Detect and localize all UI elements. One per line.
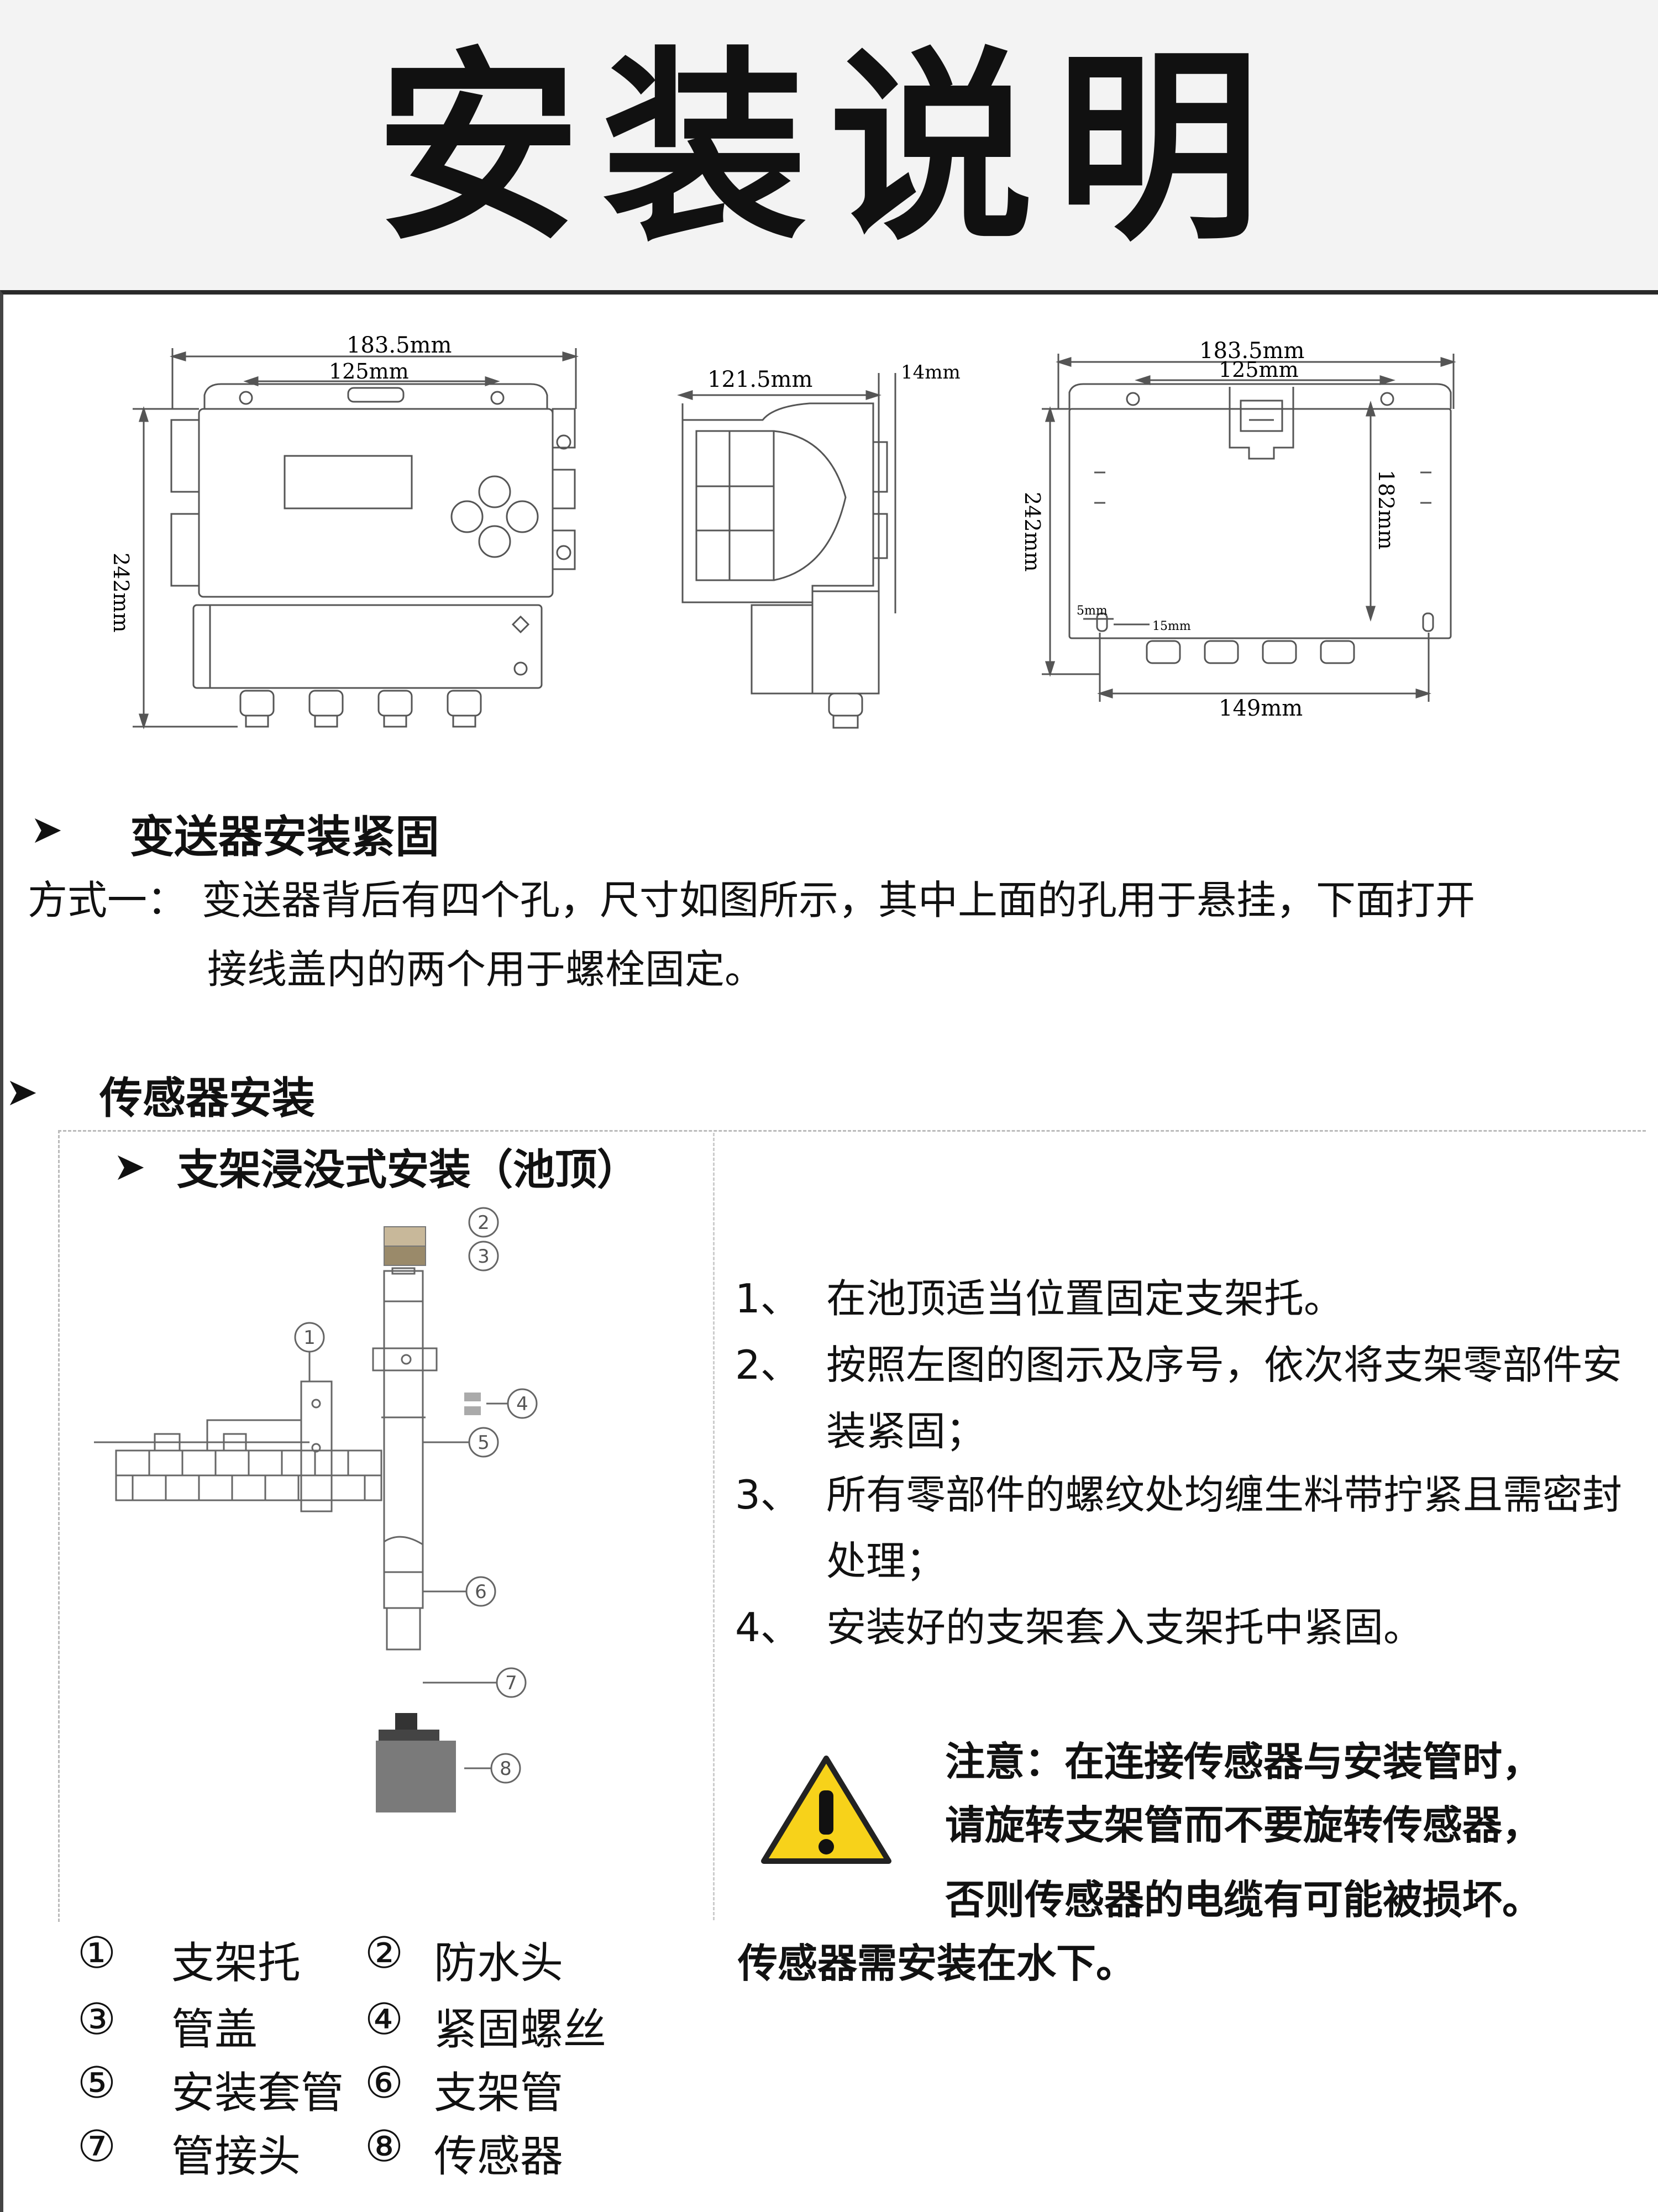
- back-hole-spacing-label: 125mm: [1219, 358, 1299, 382]
- svg-text:6: 6: [475, 1581, 487, 1603]
- front-view-drawing: 183.5mm 125mm 242mm: [111, 326, 608, 746]
- side-view-drawing: 121.5mm 14mm: [663, 354, 962, 740]
- step-2: 2、 按照左图的图示及序号，依次将支架零部件安装紧固；: [735, 1332, 1630, 1464]
- step-number: 4、: [735, 1604, 800, 1651]
- section-heading-transmitter: 变送器安装紧固: [130, 811, 439, 863]
- hole-spacing-label: 125mm: [329, 359, 409, 383]
- legend-number: ⑧: [365, 2122, 403, 2172]
- legend-label: 支架管: [434, 2068, 564, 2118]
- back-hole-height-label: 182mm: [1374, 470, 1398, 550]
- sensor-install-box: [58, 1130, 1646, 1922]
- legend-number: ⑥: [365, 2058, 403, 2108]
- section-heading-sensor: 传感器安装: [99, 1073, 316, 1123]
- back-bottom-width-label: 149mm: [1219, 696, 1303, 721]
- back-width-dim-label: 183.5mm: [1199, 338, 1304, 364]
- sensor-assembly-diagram: 1 2 3 4 5 6 7 8: [83, 1199, 691, 1824]
- column-separator: [713, 1133, 715, 1920]
- method-label: 方式一：: [28, 877, 187, 923]
- back-view-drawing: 183.5mm 125mm 182mm 242mm 5mm 15mm 149mm: [1017, 332, 1514, 724]
- svg-text:2: 2: [478, 1212, 490, 1234]
- step-3: 3、 所有零部件的螺纹处均缠生料带拧紧且需密封处理；: [735, 1462, 1630, 1594]
- legend-label: 管盖: [171, 2005, 258, 2055]
- step-number: 3、: [735, 1472, 800, 1518]
- step-text: 安装好的支架套入支架托中紧固。: [826, 1604, 1424, 1651]
- legend-number: ②: [365, 1929, 403, 1978]
- sub-heading-bracket: 支架浸没式安装（池顶）: [177, 1145, 639, 1194]
- method-text-line2: 接线盖内的两个用于螺栓固定。: [207, 946, 765, 992]
- step-text: 在池顶适当位置固定支架托。: [826, 1275, 1344, 1322]
- underwater-note: 传感器需安装在水下。: [738, 1940, 1136, 1987]
- step-number: 2、: [735, 1342, 800, 1388]
- note-line-3: 否则传感器的电缆有可能被损坏。: [945, 1876, 1542, 1923]
- step-text: 按照左图的图示及序号，依次将支架零部件安装紧固；: [826, 1342, 1623, 1454]
- svg-text:5: 5: [478, 1432, 490, 1454]
- legend-number: ③: [77, 1995, 116, 2045]
- arrow-bullet-icon: ➤: [30, 807, 63, 852]
- legend-label: 管接头: [171, 2132, 301, 2182]
- edge-b-label: 15mm: [1152, 619, 1191, 633]
- step-text: 所有零部件的螺纹处均缠生料带拧紧且需密封处理；: [826, 1472, 1623, 1584]
- svg-text:7: 7: [505, 1672, 517, 1694]
- bracket-dim-label: 14mm: [901, 361, 961, 383]
- warning-icon: [757, 1752, 895, 1868]
- legend-number: ⑤: [77, 2058, 116, 2108]
- method-text-line1: 变送器背后有四个孔，尺寸如图所示，其中上面的孔用于悬挂，下面打开: [202, 877, 1476, 923]
- parts-legend: ① 支架托 ② 防水头 ③ 管盖 ④ 紧固螺丝 ⑤ 安装套管 ⑥ 支架管 ⑦ 管…: [77, 1929, 685, 2194]
- legend-label: 安装套管: [171, 2068, 344, 2118]
- arrow-bullet-icon: ➤: [6, 1069, 38, 1115]
- svg-text:1: 1: [303, 1327, 316, 1349]
- step-number: 1、: [735, 1275, 800, 1322]
- arrow-bullet-icon: ➤: [113, 1144, 146, 1189]
- legend-number: ①: [77, 1929, 116, 1978]
- step-1: 1、 在池顶适当位置固定支架托。: [735, 1265, 1630, 1332]
- legend-label: 传感器: [434, 2132, 564, 2182]
- svg-text:8: 8: [500, 1758, 512, 1780]
- legend-number: ④: [365, 1995, 403, 2045]
- note-line-1: 注意：在连接传感器与安装管时，: [945, 1738, 1542, 1785]
- legend-label: 紧固螺丝: [434, 2005, 607, 2055]
- height-dim-label: 242mm: [111, 553, 133, 633]
- svg-text:3: 3: [478, 1246, 490, 1268]
- step-4: 4、 安装好的支架套入支架托中紧固。: [735, 1594, 1630, 1661]
- page-title: 安装说明: [376, 30, 1282, 268]
- edge-a-label: 5mm: [1077, 604, 1108, 618]
- depth-dim-label: 121.5mm: [707, 367, 812, 392]
- note-line-2: 请旋转支架管而不要旋转传感器，: [945, 1801, 1542, 1848]
- content-panel: [0, 290, 1658, 2212]
- legend-label: 防水头: [434, 1938, 564, 1988]
- width-dim-label: 183.5mm: [347, 333, 452, 358]
- svg-text:4: 4: [516, 1393, 528, 1415]
- legend-label: 支架托: [171, 1938, 301, 1988]
- legend-number: ⑦: [77, 2122, 116, 2172]
- back-height-dim-label: 242mm: [1020, 492, 1045, 572]
